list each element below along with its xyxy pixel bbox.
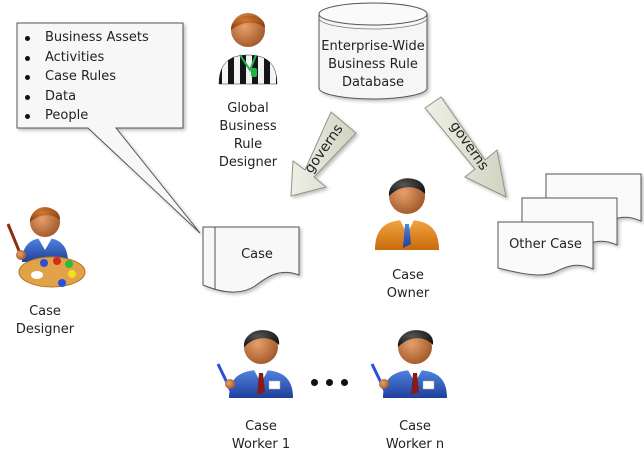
database-label-line: Enterprise-Wide	[321, 39, 425, 54]
label-line: Business	[219, 119, 277, 134]
label-line: Owner	[386, 286, 430, 301]
case-worker-1-avatar-icon	[216, 330, 293, 398]
database-label-line: Business Rule	[328, 57, 418, 72]
label-line: Case	[392, 268, 424, 283]
callout-item: People	[22, 106, 149, 126]
global-business-rule-designer-label: Global Business Rule Designer	[212, 100, 284, 172]
case-owner-avatar-icon	[375, 178, 439, 250]
governs-arrow-right	[424, 96, 507, 198]
label-line: Worker 1	[231, 437, 291, 452]
referee-avatar-icon	[218, 13, 278, 85]
dot	[311, 379, 318, 386]
database-label-line: Database	[341, 75, 405, 90]
label-line: Worker n	[385, 437, 445, 452]
label-line: Case	[399, 419, 431, 434]
case-worker-n-avatar-icon	[370, 330, 447, 398]
callout-item: Data	[22, 87, 149, 107]
callout-box	[16, 22, 201, 234]
label-line: Case	[245, 419, 277, 434]
case-designer-label: Case Designer	[10, 303, 80, 339]
ellipsis-dots	[311, 371, 356, 390]
label-line: Global	[227, 101, 269, 116]
dot	[326, 379, 333, 386]
governs-arrow-left	[290, 111, 357, 197]
label-line: Case	[29, 304, 61, 319]
other-case-documents	[497, 173, 642, 276]
dot	[341, 379, 348, 386]
label-line: Rule	[233, 137, 263, 152]
callout-item: Business Assets	[22, 28, 149, 48]
database-cylinder	[318, 2, 428, 100]
label-line: Designer	[218, 155, 278, 170]
callout-item: Activities	[22, 48, 149, 68]
painter-avatar-icon	[6, 207, 86, 288]
other-case-document-label: Other Case	[509, 237, 582, 252]
case-worker-n-label: Case Worker n	[377, 418, 453, 454]
label-line: Designer	[15, 322, 75, 337]
callout-list: Business Assets Activities Case Rules Da…	[22, 28, 149, 126]
case-document	[202, 226, 300, 293]
case-owner-label: Case Owner	[376, 267, 440, 303]
callout-item: Case Rules	[22, 67, 149, 87]
database-label: Enterprise-Wide Business Rule Database	[319, 38, 427, 92]
case-document-label: Case	[241, 247, 273, 262]
case-worker-1-label: Case Worker 1	[223, 418, 299, 454]
